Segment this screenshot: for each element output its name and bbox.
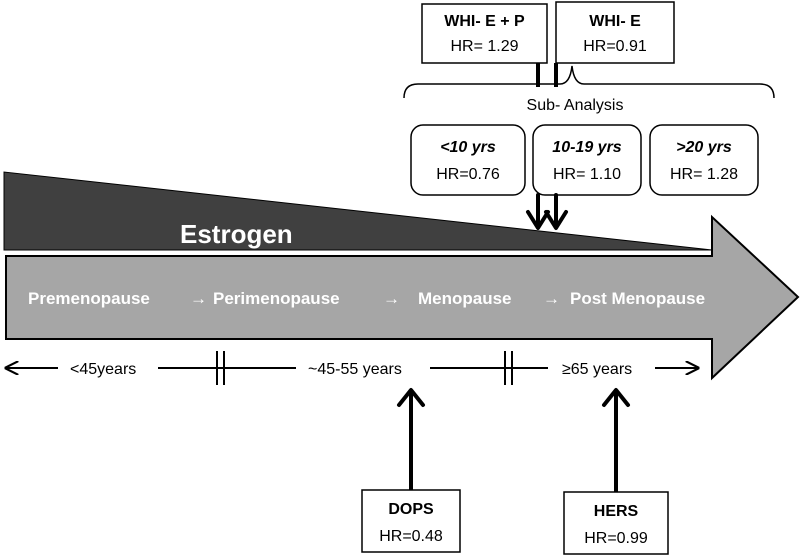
stage-menopause: Menopause bbox=[418, 289, 512, 308]
age-segment-1: <45years bbox=[70, 361, 136, 378]
whi-e-title: WHI- E bbox=[589, 13, 641, 30]
estrogen-wedge bbox=[3, 171, 713, 251]
dops-box bbox=[361, 489, 461, 553]
whi-ep-title: WHI- E + P bbox=[444, 13, 525, 30]
hers-up-arrowhead bbox=[602, 388, 630, 407]
stage-labels: Premenopause → Perimenopause → Menopause… bbox=[28, 289, 705, 308]
subgroup-lt10-hr: HR=0.76 bbox=[436, 166, 500, 183]
estrogen-label: Estrogen bbox=[180, 219, 293, 249]
whi-ep-down-arrowhead bbox=[526, 210, 550, 230]
subgroup-box-lt10 bbox=[410, 124, 526, 196]
sub-analysis-label: Sub- Analysis bbox=[527, 97, 624, 114]
sub-analysis-brace bbox=[403, 65, 775, 99]
hers-box bbox=[563, 491, 669, 555]
age-timeline bbox=[6, 351, 698, 385]
whi-e-hr: HR=0.91 bbox=[583, 38, 647, 55]
age-segment-3: ≥65 years bbox=[562, 361, 632, 378]
subgroup-gt20-hr: HR= 1.28 bbox=[670, 166, 738, 183]
whi-e-down-arrowhead bbox=[544, 210, 568, 230]
dops-hr: HR=0.48 bbox=[379, 528, 443, 545]
subgroup-10-19-hr: HR= 1.10 bbox=[553, 166, 621, 183]
stage-post-menopause: Post Menopause bbox=[570, 289, 705, 308]
dops-up-arrowhead bbox=[397, 388, 425, 407]
subgroup-box-gt20 bbox=[649, 124, 759, 196]
bottom-upward-arrows bbox=[397, 388, 630, 494]
whi-downward-arrows bbox=[526, 193, 568, 230]
whi-ep-hr: HR= 1.29 bbox=[450, 38, 518, 55]
stage-arrow-3: → bbox=[543, 289, 560, 308]
whi-ep-box bbox=[421, 3, 548, 64]
subgroup-gt20-title: >20 yrs bbox=[676, 139, 732, 156]
hers-hr: HR=0.99 bbox=[584, 530, 648, 547]
stage-premenopause: Premenopause bbox=[28, 289, 150, 308]
age-segment-2: ~45-55 years bbox=[308, 361, 402, 378]
stage-arrow-2: → bbox=[383, 289, 400, 308]
stage-perimenopause: Perimenopause bbox=[213, 289, 340, 308]
hers-title: HERS bbox=[594, 503, 639, 520]
dops-title: DOPS bbox=[388, 501, 434, 518]
subgroup-10-19-title: 10-19 yrs bbox=[552, 139, 621, 156]
subgroup-box-10-19 bbox=[532, 124, 642, 196]
whi-e-box bbox=[555, 1, 675, 64]
stage-arrow-1: → bbox=[190, 289, 207, 308]
subgroup-lt10-title: <10 yrs bbox=[440, 139, 496, 156]
